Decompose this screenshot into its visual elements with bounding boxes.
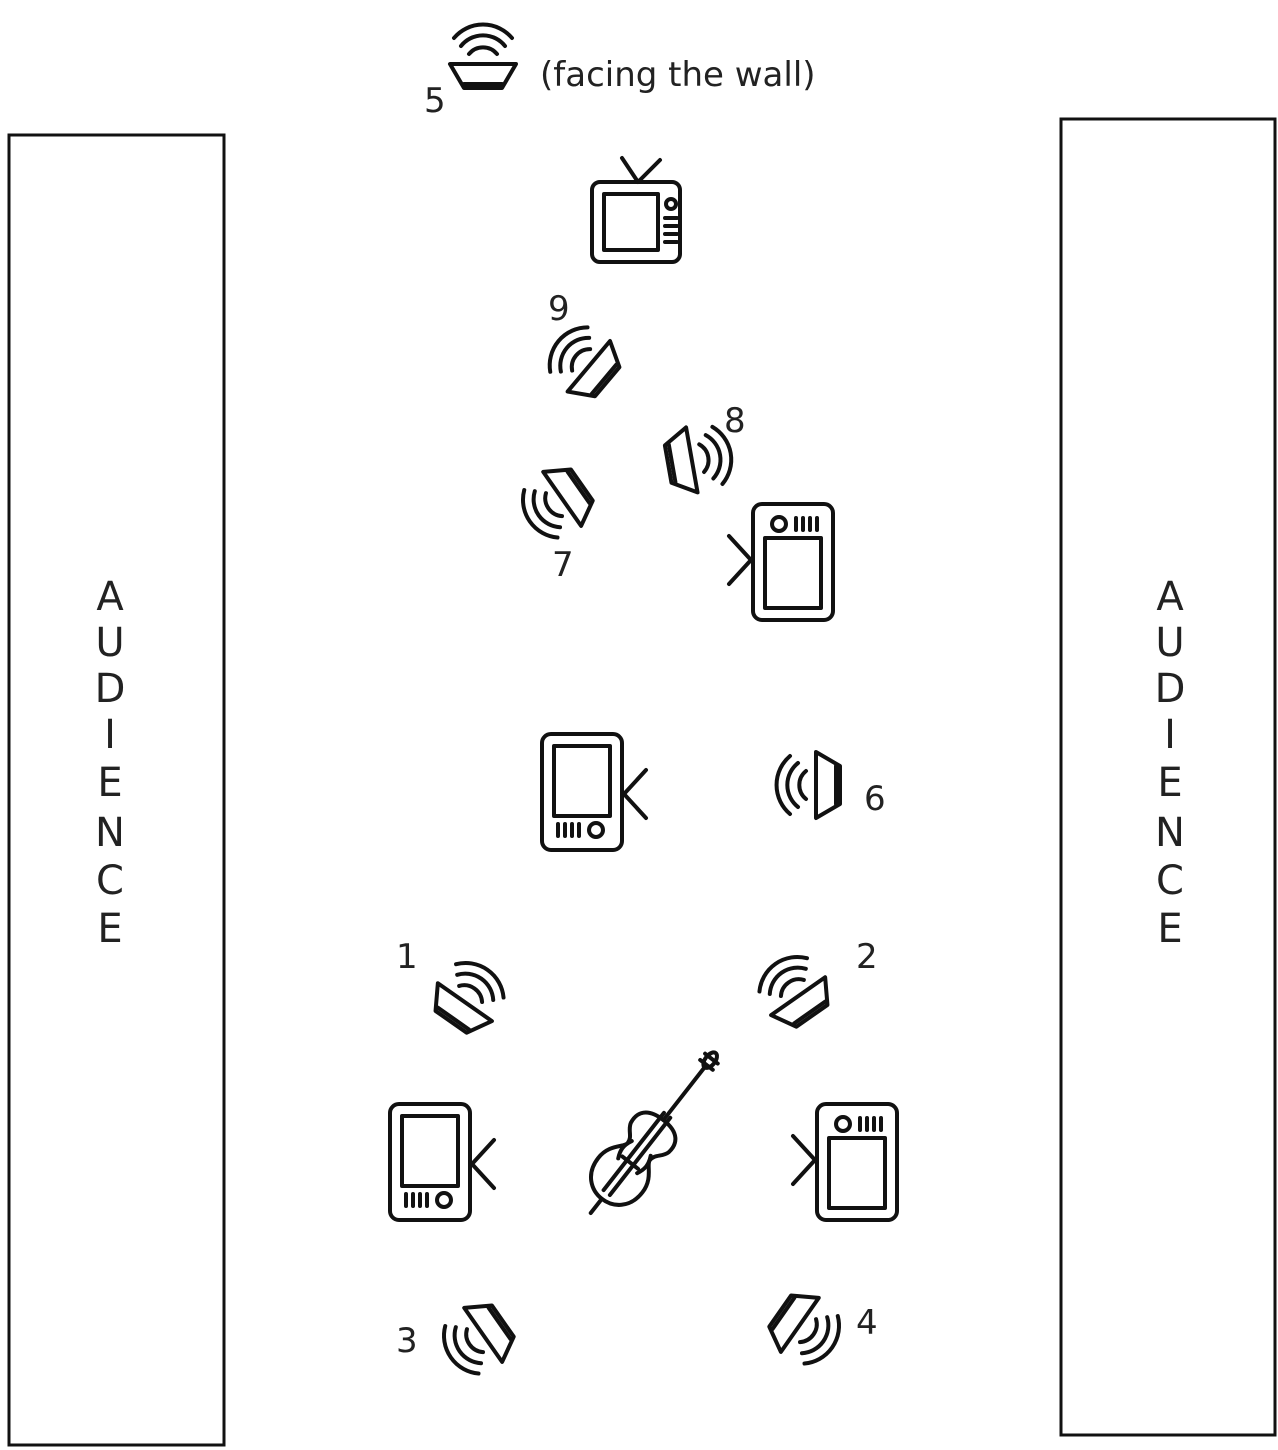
- speaker-5-label: 5: [424, 81, 446, 121]
- speaker-3-icon: [432, 1294, 522, 1384]
- audience-letter: C: [96, 858, 124, 904]
- audience-letter: D: [95, 666, 126, 712]
- audience-letter: N: [95, 810, 125, 856]
- speaker-7-label: 7: [552, 545, 574, 585]
- speaker-1-label: 1: [396, 937, 418, 977]
- audience-letter: E: [97, 760, 122, 806]
- tablet-icon: [793, 1104, 897, 1220]
- speaker-2-icon: [748, 945, 838, 1035]
- tablet-icon: [390, 1104, 494, 1220]
- audience-letter: A: [96, 574, 124, 620]
- tablet-icon: [542, 734, 646, 850]
- speaker-9-icon: [537, 316, 628, 407]
- speaker-4-label: 4: [856, 1303, 878, 1343]
- audience-letter: U: [95, 620, 124, 666]
- audience-letter: A: [1156, 574, 1184, 620]
- speaker-9-label: 9: [548, 289, 570, 329]
- audience-letter: I: [104, 712, 116, 758]
- speaker-7-icon: [511, 458, 601, 548]
- audience-label-right: A U D I E N C E: [1155, 574, 1186, 952]
- audience-letter: N: [1155, 810, 1185, 856]
- audience-letter: E: [1157, 906, 1182, 952]
- speaker-5-note: (facing the wall): [540, 55, 816, 95]
- audience-letter: I: [1164, 712, 1176, 758]
- speaker-8-label: 8: [724, 401, 746, 441]
- speaker-6-icon: [777, 752, 840, 818]
- speaker-3-label: 3: [396, 1321, 418, 1361]
- speaker-4-icon: [761, 1284, 851, 1374]
- speaker-1-icon: [424, 951, 514, 1041]
- speaker-6-label: 6: [864, 779, 886, 819]
- cello-icon: [569, 1036, 738, 1230]
- speaker-5-icon: [450, 25, 516, 88]
- audience-letter: E: [97, 906, 122, 952]
- speaker-2-label: 2: [856, 937, 878, 977]
- television-icon: [592, 158, 680, 262]
- audience-letter: U: [1155, 620, 1184, 666]
- tablet-icon: [729, 504, 833, 620]
- audience-letter: E: [1157, 760, 1182, 806]
- audience-letter: D: [1155, 666, 1186, 712]
- audience-letter: C: [1156, 858, 1184, 904]
- audience-label-left: A U D I E N C E: [95, 574, 126, 952]
